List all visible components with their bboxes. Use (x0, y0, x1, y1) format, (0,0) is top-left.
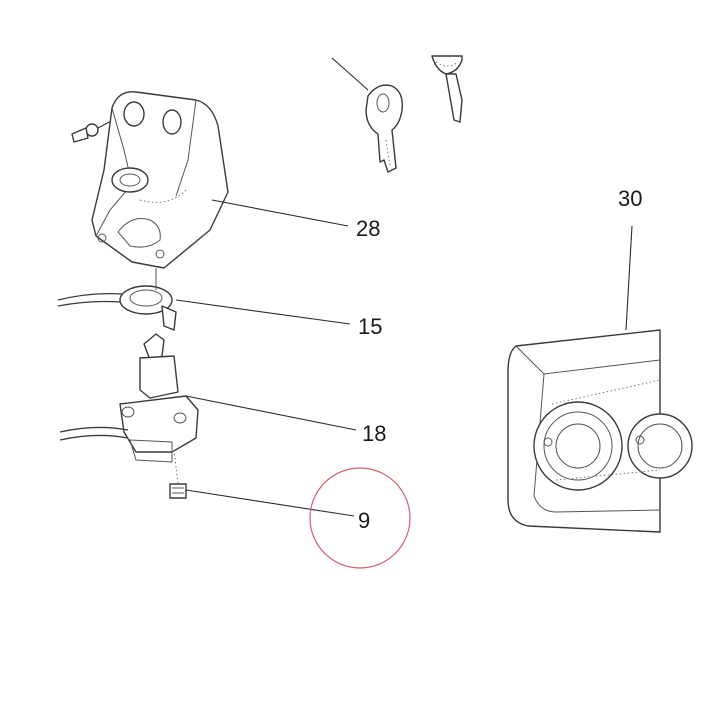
callout-9: 9 (358, 508, 370, 533)
ignition-key-left (331, 57, 403, 173)
callout-28: 28 (356, 216, 380, 241)
screw-9 (169, 449, 355, 517)
callout-30: 30 (618, 186, 642, 211)
ring-clamp-15 (57, 268, 351, 331)
ignition-key-right (431, 55, 463, 123)
instrument-housing-30 (507, 225, 693, 533)
highlight-circle (309, 467, 411, 569)
callout-15: 15 (358, 314, 382, 339)
switch-18 (59, 333, 357, 463)
callout-18: 18 (362, 421, 386, 446)
lock-housing-28 (91, 91, 349, 269)
